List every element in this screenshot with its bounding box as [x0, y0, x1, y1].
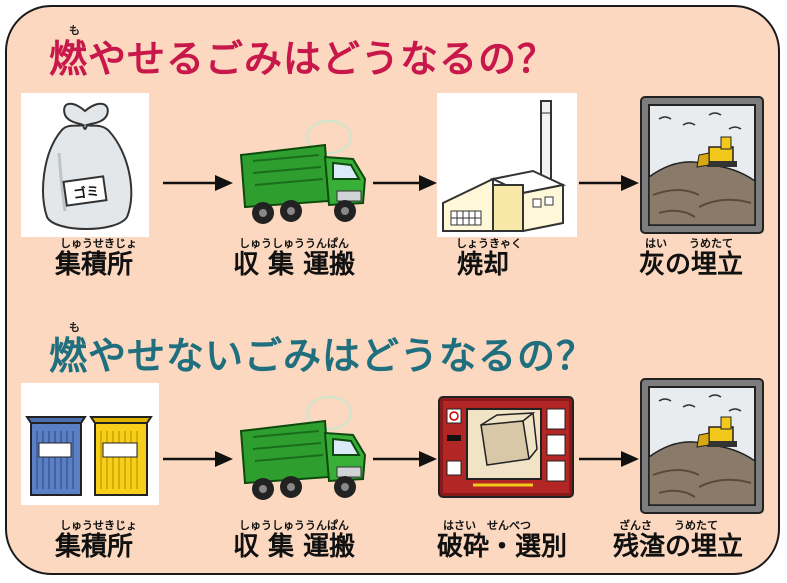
garbage-bag-image: ゴミ	[21, 93, 149, 237]
garbage-truck-image	[233, 115, 375, 233]
step-ruby: しゅうせきじょ	[60, 519, 137, 532]
landfill-image	[639, 377, 765, 515]
step-ruby: しゅうしゅううんぱん	[239, 237, 349, 250]
step-label-incineration: 焼却	[457, 250, 510, 280]
flow-arrow	[163, 449, 233, 469]
flow-arrow	[579, 449, 639, 469]
step-label-residue-landfill: 残渣の埋立	[613, 532, 744, 562]
step-label-crushing-sorting: 破砕・選別	[437, 532, 568, 562]
nonburnable-title: 燃やせないごみはどうなるの？	[49, 334, 596, 378]
step-label-transport: 収 集 運搬	[233, 532, 356, 562]
bag-tag-text: ゴミ	[72, 183, 100, 202]
step-label-collection-point: 集積所	[55, 250, 134, 280]
step-ruby: はさい せんべつ	[443, 519, 531, 532]
step-label-collection-point: 集積所	[55, 532, 134, 562]
crusher-sorter-image	[437, 395, 575, 499]
step-ruby: しょうきゃく	[456, 237, 522, 250]
burnable-title: 燃やせるごみはどうなるの？	[49, 37, 557, 81]
garbage-truck-image	[233, 391, 375, 509]
title-ruby: も	[69, 321, 80, 334]
step-ruby: しゅうせきじょ	[60, 237, 137, 250]
step-label-ash-landfill: 灰の埋立	[639, 250, 744, 280]
incinerator-image	[437, 93, 577, 237]
flow-panel: も 燃やせるごみはどうなるの？ ゴミ	[5, 5, 780, 575]
flow-arrow	[373, 173, 437, 193]
flow-arrow	[579, 173, 639, 193]
landfill-image	[639, 95, 765, 235]
flow-arrow	[163, 173, 233, 193]
step-ruby: ざんさ うめたて	[619, 519, 718, 532]
flow-arrow	[373, 449, 437, 469]
step-label-transport: 収 集 運搬	[233, 250, 356, 280]
step-ruby: はい うめたて	[645, 237, 733, 250]
step-ruby: しゅうしゅううんぱん	[239, 519, 349, 532]
title-ruby: も	[69, 24, 80, 37]
garbage-bins-image	[21, 383, 159, 505]
